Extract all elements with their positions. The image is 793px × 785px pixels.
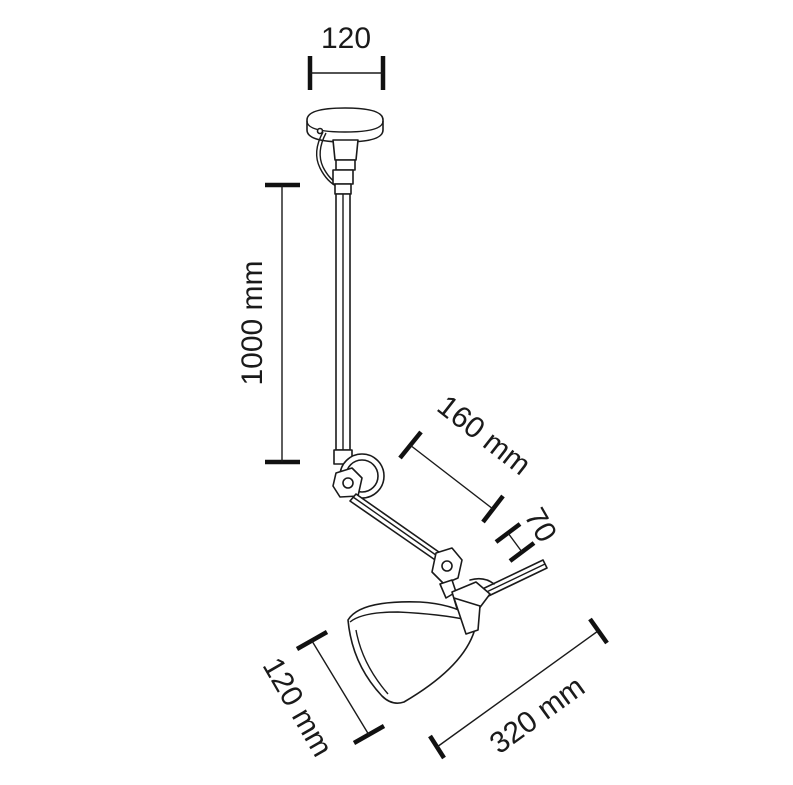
wrist-joint [431, 547, 463, 599]
lamp-shade [347, 597, 481, 704]
dim-line [436, 630, 599, 748]
dim-line [311, 640, 370, 736]
vertical-pole [332, 169, 354, 465]
power-cable [315, 131, 339, 188]
dim-line [409, 444, 494, 510]
joint-offset-dimension: 70 [494, 503, 563, 563]
canopy-width-label: 120 [321, 22, 371, 55]
shade-height-label: 120 mm [256, 652, 339, 762]
pole-socket [332, 139, 359, 171]
dim-tick [588, 617, 609, 645]
total-reach-label: 320 mm [484, 670, 591, 760]
dim-line [507, 532, 523, 553]
joint-offset-label: 70 [518, 503, 563, 548]
elbow-ring [332, 453, 385, 499]
lamp-illustration [306, 107, 548, 704]
arm-length-dimension: 160 mm [398, 389, 537, 524]
pole-length-label: 1000 mm [236, 260, 269, 385]
arm-length-label: 160 mm [431, 389, 537, 482]
pole-length-dimension: 1000 mm [236, 182, 300, 465]
dim-tick [295, 630, 329, 651]
canopy-width-dimension: 120 [307, 22, 386, 90]
ceiling-canopy [306, 107, 384, 143]
diagonal-arm [349, 493, 447, 565]
